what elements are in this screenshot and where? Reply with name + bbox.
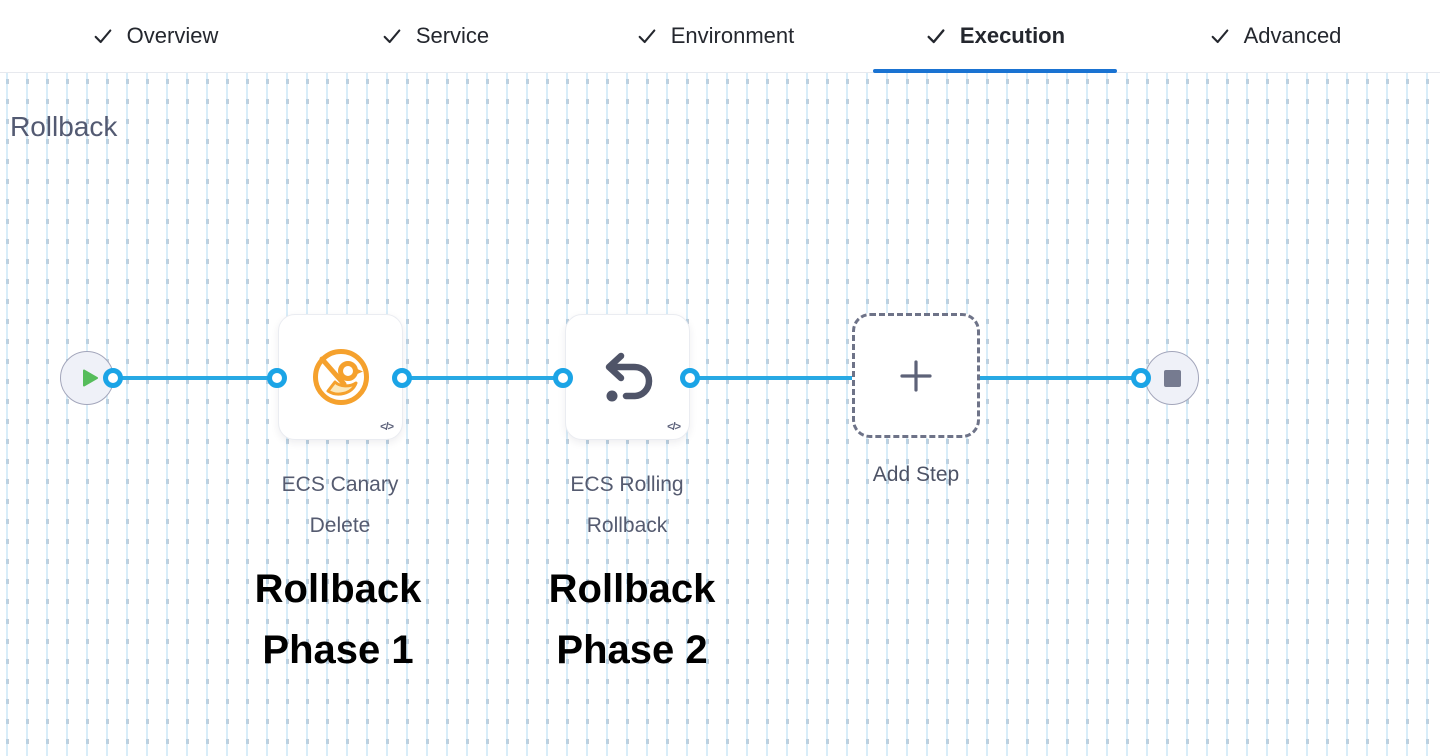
tab-service[interactable]: Service: [313, 0, 557, 72]
code-badge-icon: </>: [667, 421, 681, 433]
annotation-rollback-phase-2: Rollback Phase 2: [548, 567, 716, 672]
play-icon: [83, 369, 98, 387]
pipeline-end-node[interactable]: [1145, 351, 1199, 405]
check-icon: [1211, 29, 1228, 44]
check-icon: [927, 29, 945, 44]
port-step1-out[interactable]: [392, 368, 412, 388]
plus-icon: [900, 359, 932, 392]
tab-overview[interactable]: Overview: [33, 0, 277, 72]
ecs-canary-delete-icon: [312, 349, 369, 405]
step-name-ecs-rolling-rollback[interactable]: ECS Rolling Rollback: [570, 473, 684, 537]
add-step-button[interactable]: [852, 313, 980, 438]
tab-label: Service: [415, 23, 490, 48]
ecs-rolling-rollback-icon: [605, 352, 652, 402]
tab-label: Environment: [670, 23, 795, 48]
tab-label: Overview: [126, 23, 219, 48]
tab-label: Execution: [959, 23, 1066, 48]
tab-execution[interactable]: Execution: [873, 0, 1117, 73]
check-icon: [94, 29, 112, 44]
stop-icon: [1163, 369, 1181, 387]
step-card-ecs-rolling-rollback[interactable]: </>: [565, 314, 690, 440]
check-icon: [383, 29, 401, 44]
add-step-label[interactable]: Add Step: [872, 463, 960, 486]
port-step2-in[interactable]: [553, 368, 573, 388]
port-step2-out[interactable]: [680, 368, 700, 388]
tab-label: Advanced: [1243, 23, 1342, 48]
tab-advanced[interactable]: Advanced: [1153, 0, 1397, 72]
code-badge-icon: </>: [380, 421, 394, 433]
step-card-ecs-canary-delete[interactable]: </>: [278, 314, 403, 440]
check-icon: [638, 29, 656, 44]
port-start-out[interactable]: [103, 368, 123, 388]
active-tab-underline: [873, 69, 1117, 73]
port-step1-in[interactable]: [267, 368, 287, 388]
rollback-pipeline-canvas: Rollback </> </>: [0, 73, 1440, 756]
section-title: Rollback: [10, 111, 118, 142]
stage-config-tabbar: Overview Service Environment Execution A…: [0, 0, 1440, 73]
step-name-ecs-canary-delete[interactable]: ECS Canary Delete: [281, 473, 399, 537]
annotation-rollback-phase-1: Rollback Phase 1: [254, 567, 422, 672]
port-end-in[interactable]: [1131, 368, 1151, 388]
tab-environment[interactable]: Environment: [593, 0, 837, 72]
